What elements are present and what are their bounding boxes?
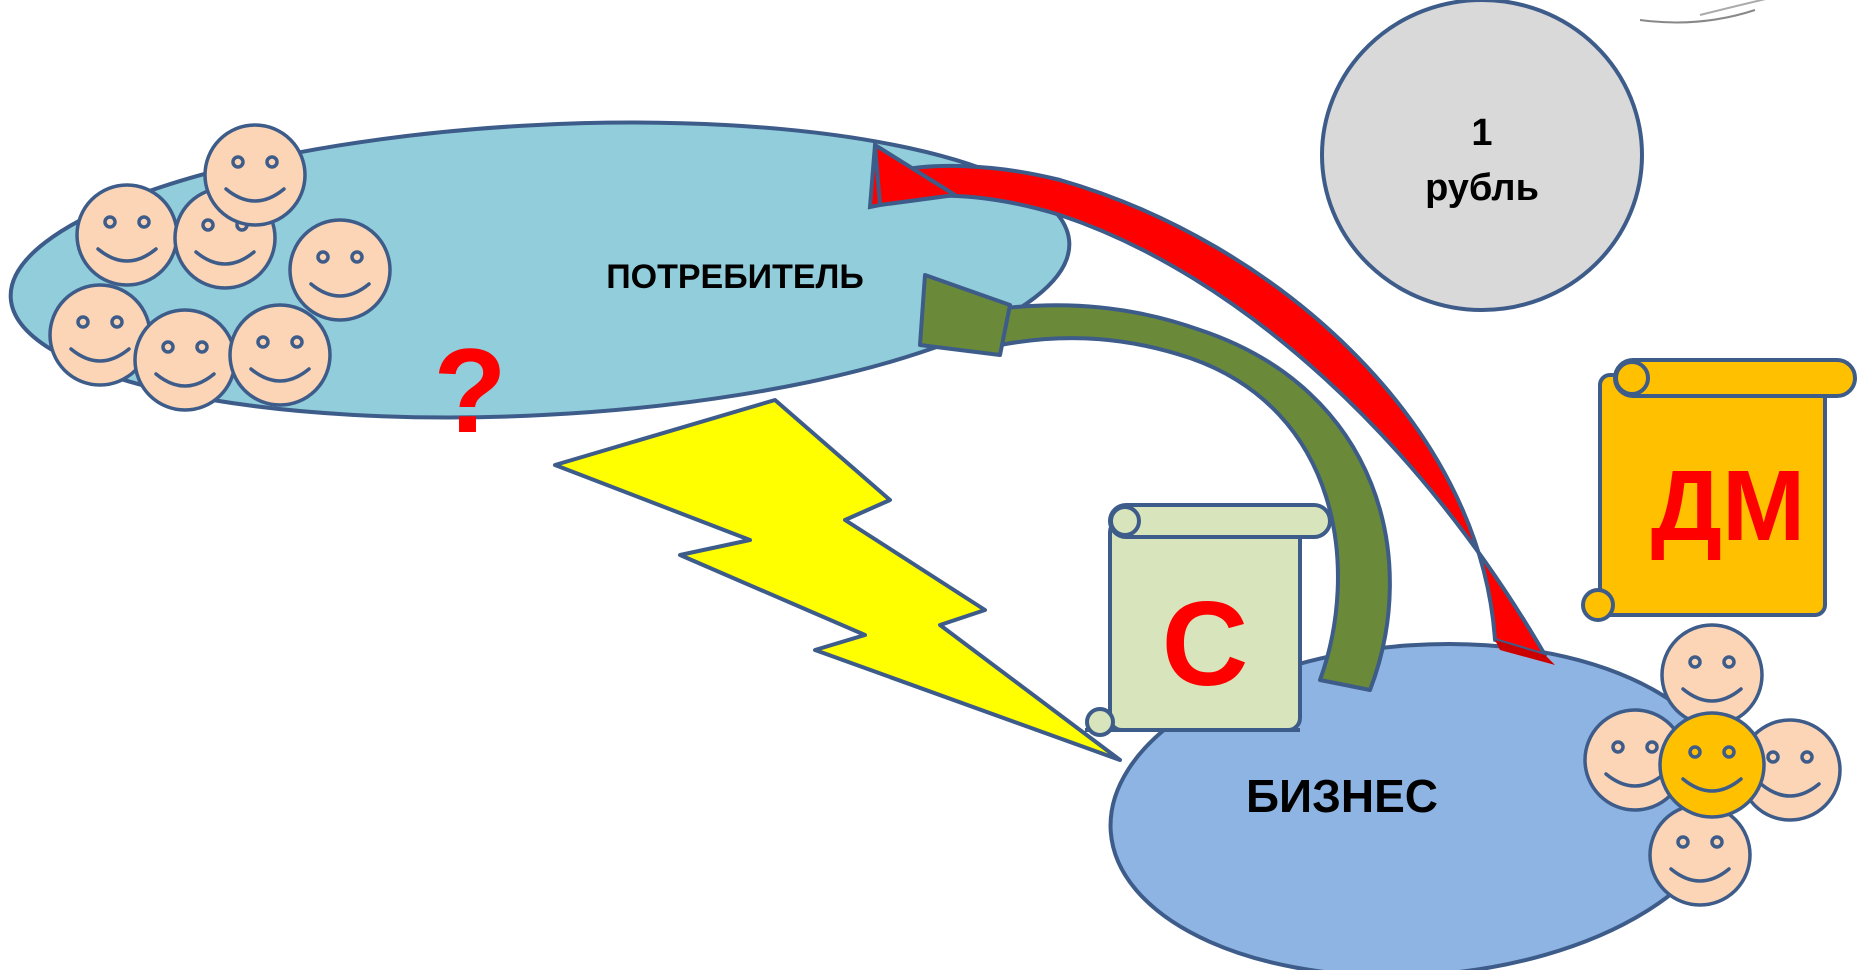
highlighted-smiley-face-icon — [1658, 711, 1766, 819]
smiley-face-icon — [1648, 803, 1752, 907]
red-arrow — [867, 139, 1555, 665]
coin-value-text: 1 — [1471, 112, 1492, 154]
smiley-face-icon — [75, 183, 179, 287]
smiley-face-icon — [228, 303, 332, 407]
lightning-bolt-icon — [553, 398, 1122, 762]
corner-sketch — [1639, 0, 1766, 24]
smiley-face-icon — [288, 218, 392, 322]
coin-icon — [1320, 0, 1644, 312]
smiley-face-icon — [203, 123, 307, 227]
scroll-c-letter: С — [1162, 577, 1249, 711]
consumer-label: ПОТРЕБИТЕЛЬ — [606, 258, 864, 296]
scroll-c-icon — [1085, 503, 1332, 737]
smiley-face-icon — [133, 308, 237, 412]
business-label: БИЗНЕС — [1246, 770, 1438, 822]
scroll-dm-letters: ДМ — [1651, 450, 1806, 562]
coin-unit-text: рубль — [1425, 167, 1539, 209]
question-mark: ? — [433, 324, 506, 458]
smiley-face-icon — [1660, 623, 1764, 727]
business-smiley-group — [1583, 623, 1842, 907]
green-arrow — [918, 273, 1392, 692]
scroll-dm-icon — [1581, 358, 1857, 622]
